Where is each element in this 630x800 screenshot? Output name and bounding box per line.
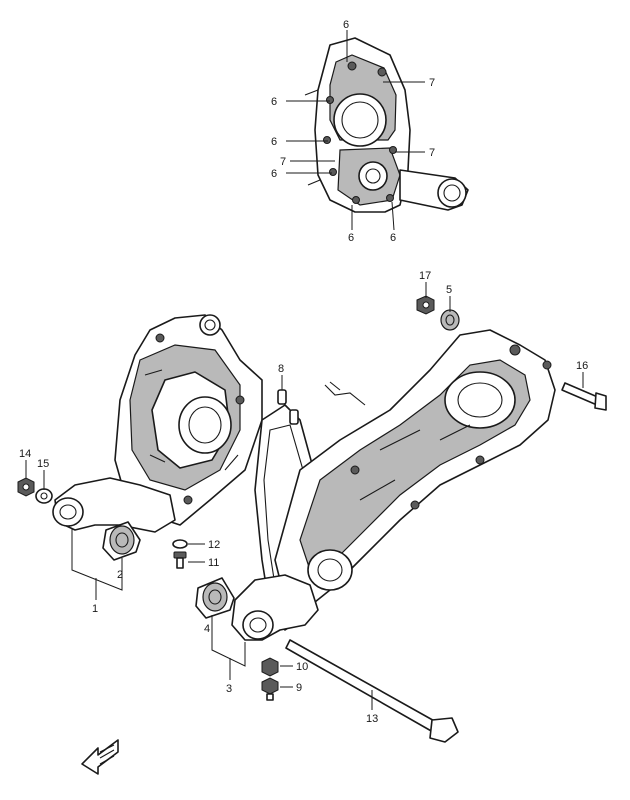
callout-7a: 7 [429, 77, 435, 89]
washer-part-15 [35, 488, 53, 504]
crankcase-cover-top [304, 37, 469, 213]
callout-14: 14 [19, 448, 31, 460]
bushing-part-4 [195, 577, 235, 619]
nut-part-10 [261, 657, 279, 677]
callout-2: 2 [117, 569, 123, 581]
callout-8: 8 [278, 363, 284, 375]
bolt-part-9 [261, 677, 279, 701]
callout-3: 3 [226, 683, 232, 695]
long-bolt-part-13 [285, 639, 459, 743]
callout-9: 9 [296, 682, 302, 694]
washer-part-12 [172, 539, 188, 549]
crankcase-right-half [274, 329, 556, 611]
bolt-part-11 [173, 551, 187, 569]
front-arrow-icon [81, 739, 119, 775]
crankcase-left-half [114, 314, 263, 526]
callout-12: 12 [208, 539, 220, 551]
bolt-part-16 [561, 382, 607, 411]
callout-7c: 7 [280, 156, 286, 168]
nut-part-17 [416, 295, 435, 315]
nut-part-14 [17, 477, 35, 497]
callout-13: 13 [366, 713, 378, 725]
callout-6d: 6 [271, 168, 277, 180]
callout-15: 15 [37, 458, 49, 470]
callout-6e: 6 [348, 232, 354, 244]
engine-mount-bracket-right [231, 574, 319, 641]
callout-16: 16 [576, 360, 588, 372]
callout-6b: 6 [271, 96, 277, 108]
callout-4: 4 [204, 623, 210, 635]
callout-7b: 7 [429, 147, 435, 159]
callout-6c: 6 [271, 136, 277, 148]
callout-1: 1 [92, 603, 98, 615]
callout-6f: 6 [390, 232, 396, 244]
callout-11: 11 [208, 557, 219, 569]
callouts: 6 7 6 6 7 7 6 6 6 17 5 16 8 14 15 12 11 … [19, 19, 588, 725]
leader-lines [25, 30, 584, 710]
callout-17: 17 [419, 270, 431, 282]
bushing-part-5 [440, 309, 460, 331]
callout-6a: 6 [343, 19, 349, 31]
callout-5: 5 [446, 284, 452, 296]
callout-10: 10 [296, 661, 308, 673]
bushing-part-2 [102, 521, 141, 561]
